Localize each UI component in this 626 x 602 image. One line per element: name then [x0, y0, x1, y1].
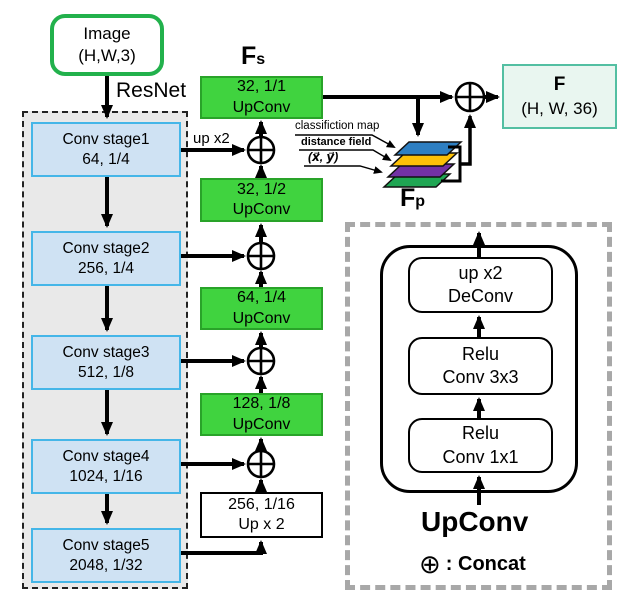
- resnet-label: ResNet: [116, 79, 187, 102]
- x-offset-layer: [386, 163, 456, 178]
- concat-node-3: [246, 346, 276, 376]
- upconv-box-1-8: 128, 1/8 UpConv: [200, 393, 323, 436]
- up2-box: 256, 1/16 Up x 2: [200, 492, 323, 538]
- upconv-box-1-2: 32, 1/2 UpConv: [200, 178, 323, 222]
- arrow-stage5-to-up2box: [181, 540, 267, 555]
- conv-stage5-box: Conv stage5 2048, 1/32: [31, 528, 181, 583]
- arrow-fp-to-concat-top: [460, 114, 476, 166]
- circled-plus-icon: ⊕: [419, 549, 441, 579]
- xy-offset-annotation: (x⃗, y⃗): [308, 150, 339, 164]
- deconv-block: up x2 DeConv: [408, 257, 553, 313]
- f-output-shape: (H, W, 36): [521, 98, 598, 118]
- conv-stage2-box: Conv stage2 256, 1/4: [31, 231, 181, 286]
- fs-label-sub: s: [256, 51, 266, 68]
- f-output-box: F (H, W, 36): [502, 64, 617, 129]
- fp-bracket: [441, 145, 462, 183]
- distance-field-layer: [389, 152, 459, 167]
- fs-label: Fs: [241, 42, 265, 71]
- concat-node-top: [454, 81, 486, 113]
- conv3x3-block: Relu Conv 3x3: [408, 337, 553, 395]
- concat-node-2: [246, 241, 276, 271]
- concat-legend-text: : Concat: [445, 552, 526, 575]
- distance-field-annotation: distance field: [301, 136, 372, 148]
- conv-stage4-box: Conv stage4 1024, 1/16: [31, 439, 181, 494]
- concat-legend: ⊕ : Concat: [419, 551, 526, 577]
- conv1x1-block: Relu Conv 1x1: [408, 418, 553, 473]
- classification-map-layer: [393, 141, 463, 156]
- leader-xy-offset: [304, 165, 383, 174]
- conv-stage1-box: Conv stage1 64, 1/4: [31, 122, 181, 177]
- upx2-arrow-label: up x2: [193, 130, 230, 147]
- upconv-box-1-1: 32, 1/1 UpConv: [200, 76, 323, 119]
- classification-map-annotation: classifiction map: [295, 120, 380, 132]
- fp-label-sub: p: [415, 193, 426, 210]
- input-image-box: Image (H,W,3): [50, 14, 164, 76]
- upconv-box-1-4: 64, 1/4 UpConv: [200, 287, 323, 330]
- f-output-title: F: [553, 74, 566, 96]
- fs-label-main: F: [241, 42, 257, 70]
- fp-label-main: F: [400, 184, 416, 212]
- upconv-detail-title: UpConv: [421, 506, 529, 537]
- fp-label: Fp: [400, 184, 425, 213]
- concat-node-1: [246, 135, 276, 165]
- concat-node-4: [246, 449, 276, 479]
- fp-stack: [382, 141, 463, 188]
- conv-stage3-box: Conv stage3 512, 1/8: [31, 335, 181, 390]
